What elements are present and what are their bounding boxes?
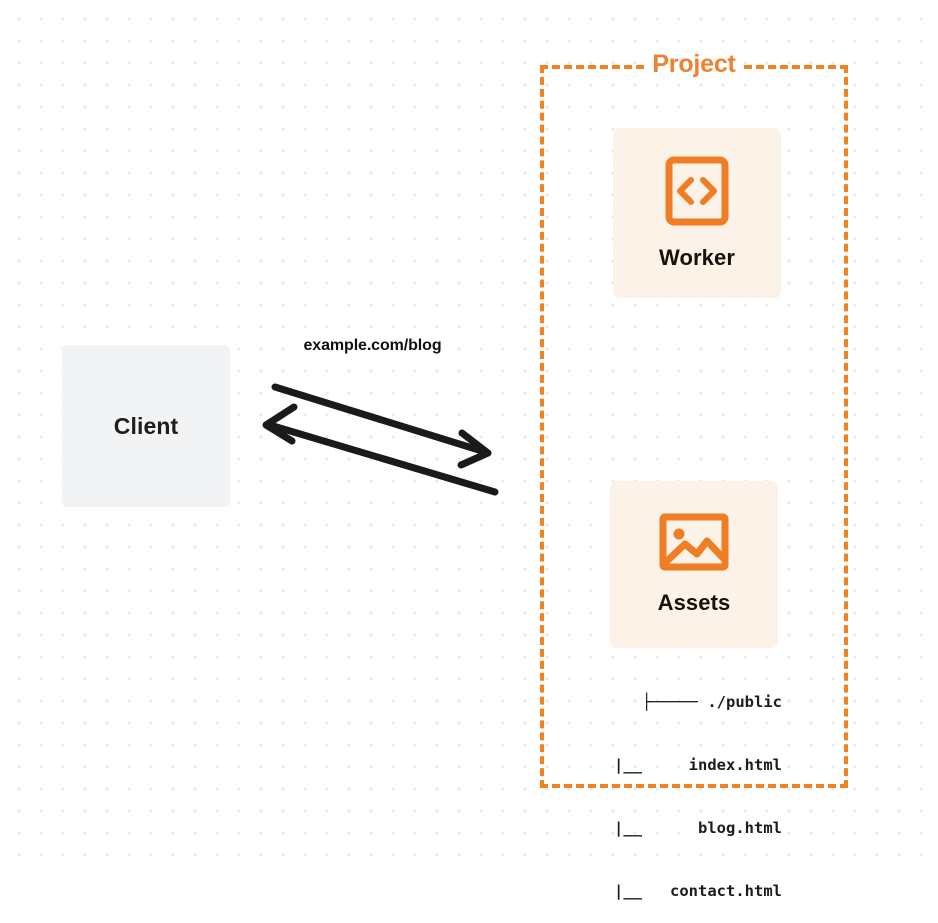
connector-arrows bbox=[250, 325, 520, 520]
client-node[interactable]: Client bbox=[62, 345, 230, 507]
worker-card-label: Worker bbox=[659, 244, 735, 270]
file-tree-line: |__ index.html bbox=[567, 756, 782, 774]
file-tree-line: |__ contact.html bbox=[567, 882, 782, 900]
connector-label: example.com/blog bbox=[303, 337, 442, 354]
assets-card[interactable]: Assets bbox=[610, 481, 778, 648]
worker-card[interactable]: Worker bbox=[613, 128, 781, 298]
project-title: Project bbox=[645, 49, 743, 79]
asset-file-tree: ├───── ./public |__ index.html |__ blog.… bbox=[560, 650, 782, 923]
code-brackets-icon bbox=[664, 156, 730, 231]
response-arrow-icon bbox=[262, 403, 499, 496]
request-arrow-icon bbox=[271, 383, 492, 469]
client-node-label: Client bbox=[113, 412, 179, 439]
project-container[interactable]: Project bbox=[540, 49, 848, 788]
image-icon bbox=[659, 513, 729, 576]
file-tree-line: ├───── ./public bbox=[642, 693, 782, 711]
file-tree-line: |__ blog.html bbox=[567, 819, 782, 837]
assets-card-label: Assets bbox=[657, 590, 731, 615]
